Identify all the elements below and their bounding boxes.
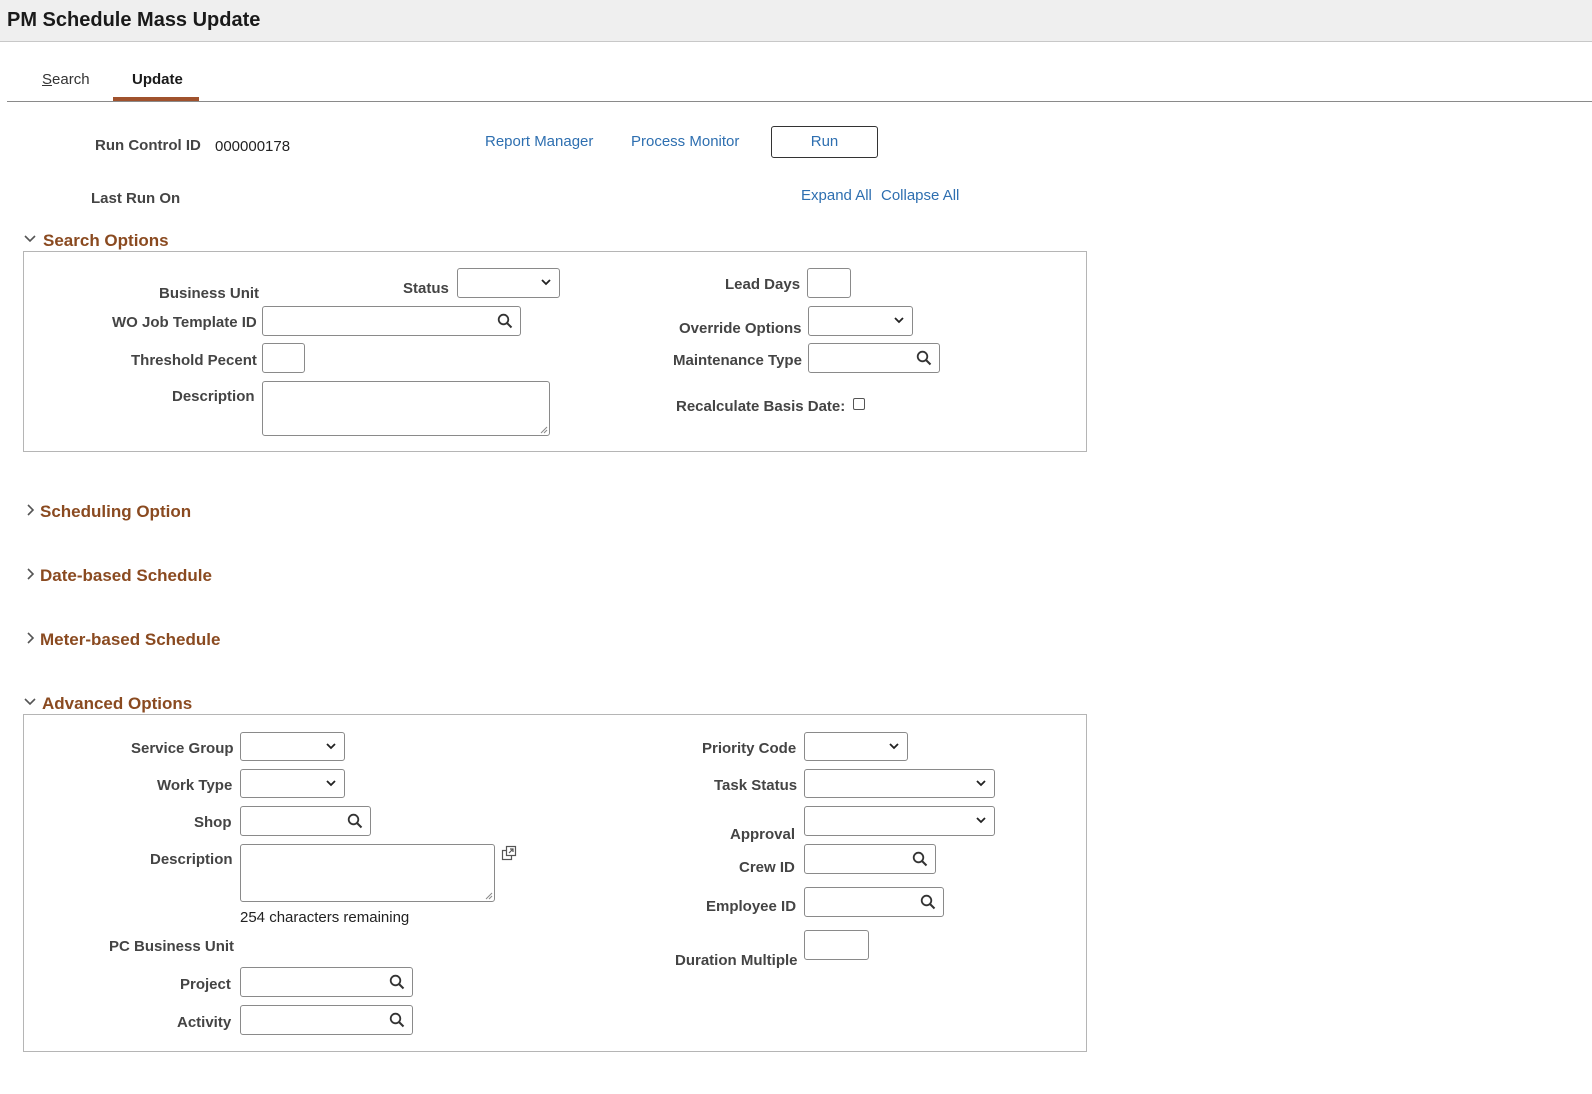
scheduling-option-header[interactable]: Scheduling Option (40, 502, 192, 521)
employee-id-input[interactable] (804, 887, 944, 917)
chevron-down-icon[interactable] (24, 233, 36, 245)
recalculate-basis-date-label: Recalculate Basis Date: (676, 398, 846, 415)
activity-label: Activity (177, 1014, 232, 1031)
lead-days-label: Lead Days (725, 276, 801, 293)
page-title: PM Schedule Mass Update (7, 9, 261, 31)
duration-multiple-label: Duration Multiple (675, 952, 798, 969)
chevron-right-icon[interactable] (24, 568, 36, 580)
threshold-input[interactable] (262, 343, 305, 373)
tab-divider (7, 101, 1592, 102)
search-icon[interactable] (912, 851, 928, 867)
chevron-down-icon (326, 742, 336, 749)
chevron-right-icon[interactable] (24, 632, 36, 644)
work-type-label: Work Type (157, 777, 233, 794)
task-status-select[interactable] (804, 769, 995, 798)
description-textarea[interactable] (262, 381, 550, 436)
maintenance-type-label: Maintenance Type (673, 352, 802, 369)
status-select[interactable] (457, 268, 560, 298)
resize-grip-icon[interactable] (485, 892, 493, 900)
chevron-down-icon (326, 779, 336, 786)
run-button[interactable]: Run (771, 126, 878, 158)
date-based-schedule-header[interactable]: Date-based Schedule (40, 566, 212, 585)
last-run-on-label: Last Run On (91, 190, 181, 207)
crew-id-input[interactable] (804, 844, 936, 874)
override-options-label: Override Options (679, 320, 802, 337)
duration-multiple-input[interactable] (804, 930, 869, 960)
search-icon[interactable] (497, 313, 513, 329)
run-control-id-label: Run Control ID (95, 137, 201, 154)
approval-label: Approval (730, 826, 796, 843)
wo-job-template-input[interactable] (262, 306, 521, 336)
project-label: Project (180, 976, 231, 993)
meter-based-schedule-header[interactable]: Meter-based Schedule (40, 630, 221, 649)
work-type-select[interactable] (240, 769, 345, 798)
task-status-label: Task Status (714, 777, 798, 794)
maintenance-type-input[interactable] (808, 343, 940, 373)
collapse-all-link[interactable]: Collapse All (881, 187, 960, 204)
chevron-down-icon (541, 279, 551, 286)
expand-all-link[interactable]: Expand All (801, 187, 872, 204)
status-label: Status (403, 280, 449, 297)
tab-search-label: earch (52, 71, 90, 88)
process-monitor-link[interactable]: Process Monitor (631, 133, 740, 150)
crew-id-label: Crew ID (739, 859, 795, 876)
tab-search-mnemonic: S (42, 71, 53, 88)
search-icon[interactable] (347, 813, 363, 829)
advanced-options-panel (23, 714, 1087, 1052)
business-unit-label: Business Unit (159, 285, 260, 302)
chevron-down-icon (894, 317, 904, 324)
chevron-down-icon (889, 742, 899, 749)
pc-business-unit-label: PC Business Unit (109, 938, 235, 955)
chevron-down-icon (976, 817, 986, 824)
shop-label: Shop (194, 814, 232, 831)
priority-code-select[interactable] (804, 732, 908, 761)
service-group-label: Service Group (131, 740, 234, 757)
activity-input[interactable] (240, 1005, 413, 1035)
override-options-select[interactable] (808, 306, 913, 336)
advanced-description-textarea[interactable] (240, 844, 495, 902)
open-in-new-window-icon[interactable] (501, 845, 517, 861)
employee-id-label: Employee ID (706, 898, 797, 915)
search-options-header[interactable]: Search Options (43, 231, 169, 250)
page-header: PM Schedule Mass Update (0, 0, 1592, 42)
active-tab-indicator (113, 97, 199, 101)
search-icon[interactable] (920, 894, 936, 910)
search-icon[interactable] (389, 1012, 405, 1028)
project-input[interactable] (240, 967, 413, 997)
search-icon[interactable] (389, 974, 405, 990)
approval-select[interactable] (804, 806, 995, 836)
characters-remaining: 254 characters remaining (240, 909, 410, 926)
search-options-panel (23, 251, 1087, 452)
service-group-select[interactable] (240, 732, 345, 761)
chevron-down-icon (976, 779, 986, 786)
tab-search[interactable]: Search (42, 71, 90, 88)
advanced-description-label: Description (150, 851, 233, 868)
chevron-down-icon[interactable] (24, 696, 36, 708)
chevron-right-icon[interactable] (24, 504, 36, 516)
resize-grip-icon[interactable] (540, 426, 548, 434)
recalculate-basis-date-checkbox[interactable] (853, 398, 865, 410)
wo-job-template-label: WO Job Template ID (112, 314, 257, 331)
threshold-label: Threshold Pecent (131, 352, 257, 369)
lead-days-input[interactable] (807, 268, 851, 298)
shop-input[interactable] (240, 806, 371, 836)
priority-code-label: Priority Code (702, 740, 797, 757)
tab-update[interactable]: Update (132, 71, 183, 88)
run-control-id-value: 000000178 (215, 138, 291, 155)
description-label: Description (172, 388, 255, 405)
advanced-options-header[interactable]: Advanced Options (42, 694, 193, 713)
search-icon[interactable] (916, 350, 932, 366)
report-manager-link[interactable]: Report Manager (485, 133, 594, 150)
